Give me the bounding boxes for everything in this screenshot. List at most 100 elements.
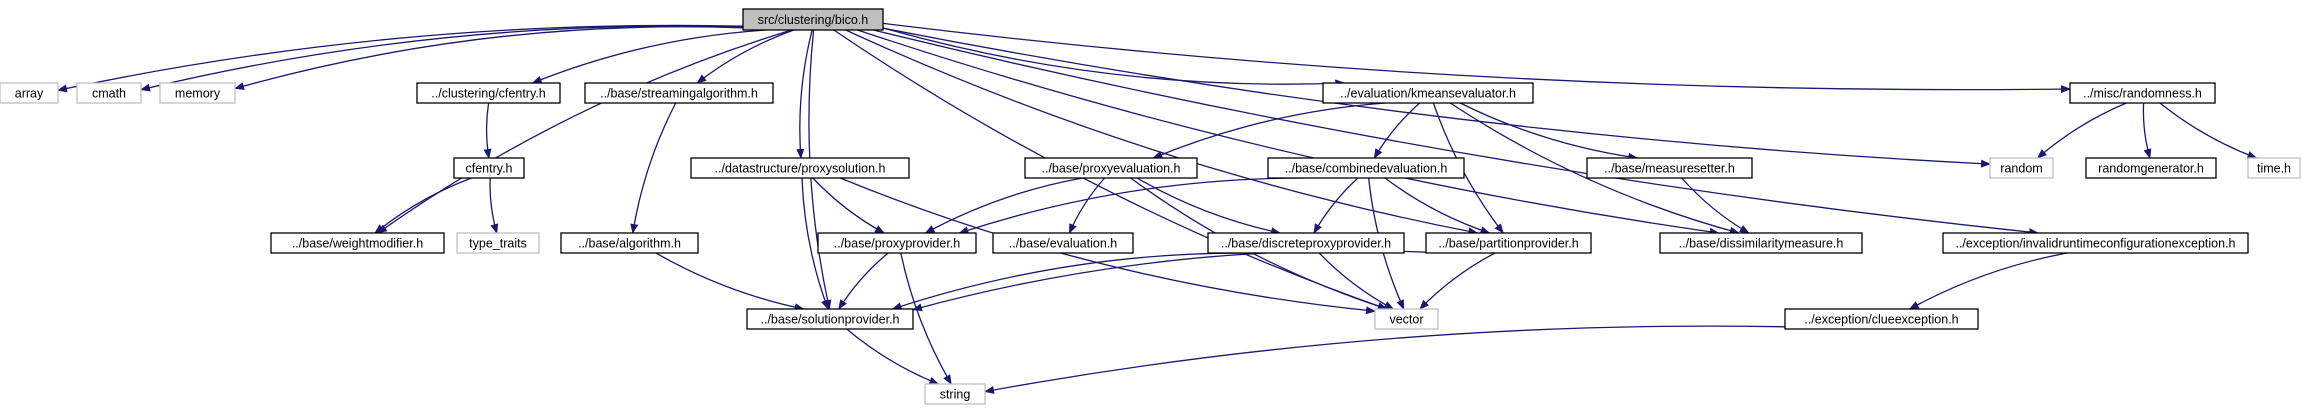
- node-box-vector: [1374, 308, 1439, 330]
- node-label-clueexception: ../exception/clueexception.h: [1804, 313, 1958, 327]
- node-box-proxysolution[interactable]: [690, 157, 910, 179]
- edge-root-to-random: [882, 27, 1991, 168]
- node-cfentry_rel[interactable]: ../clustering/cfentry.h: [416, 82, 561, 104]
- edge-proxyprovider-to-solutionprovider: [838, 252, 889, 310]
- node-label-discreteproxy: ../base/discreteproxyprovider.h: [1221, 237, 1391, 251]
- edge-root-to-partitionprovider: [845, 29, 1479, 236]
- node-invalidruntime[interactable]: ../exception/invalidruntimeconfiguration…: [1942, 232, 2249, 254]
- edge-combinedeval-to-discreteproxy: [1313, 177, 1359, 234]
- node-box-discreteproxy[interactable]: [1207, 232, 1405, 254]
- node-label-combinedeval: ../base/combinedevaluation.h: [1285, 162, 1448, 176]
- node-box-array: [0, 82, 59, 104]
- node-label-type_traits: type_traits: [469, 237, 527, 251]
- node-evaluation[interactable]: ../base/evaluation.h: [992, 232, 1134, 254]
- node-box-weightmodifier[interactable]: [270, 232, 445, 254]
- node-combinedeval[interactable]: ../base/combinedevaluation.h: [1267, 157, 1465, 179]
- node-streaming[interactable]: ../base/streamingalgorithm.h: [584, 82, 774, 104]
- edge-solutionprovider-to-string: [846, 328, 940, 385]
- node-box-solutionprovider[interactable]: [746, 308, 914, 330]
- node-box-streaming[interactable]: [584, 82, 774, 104]
- node-cmath: cmath: [76, 82, 142, 104]
- node-box-proxyprovider[interactable]: [817, 232, 977, 254]
- node-label-randomness: ../misc/randomness.h: [2083, 87, 2202, 101]
- node-algorithm[interactable]: ../base/algorithm.h: [560, 232, 699, 254]
- edge-proxysolution-to-solutionprovider: [801, 177, 829, 310]
- node-timeh: time.h: [2247, 157, 2301, 179]
- node-box-measuresetter[interactable]: [1586, 157, 1753, 179]
- node-discreteproxy[interactable]: ../base/discreteproxyprovider.h: [1207, 232, 1405, 254]
- node-label-proxyprovider: ../base/proxyprovider.h: [834, 237, 961, 251]
- edge-proxyevaluation-to-discreteproxy: [1136, 177, 1281, 236]
- edge-proxysolution-to-vector: [839, 177, 1376, 315]
- node-weightmodifier[interactable]: ../base/weightmodifier.h: [270, 232, 445, 254]
- node-box-combinedeval[interactable]: [1267, 157, 1465, 179]
- node-box-randomgenerator[interactable]: [2085, 157, 2217, 179]
- nodes-layer: src/clustering/bico.h array cmath memory ../…: [0, 8, 2301, 405]
- node-box-partitionprovider[interactable]: [1425, 232, 1592, 254]
- edge-kmeanseval-to-proxyevaluation: [1152, 102, 1386, 159]
- edge-root-to-cfentry_rel: [531, 29, 767, 84]
- node-box-proxyevaluation[interactable]: [1024, 157, 1198, 179]
- node-dissimilarity[interactable]: ../base/dissimilaritymeasure.h: [1659, 232, 1863, 254]
- node-type_traits: type_traits: [456, 232, 540, 254]
- edges-layer: [57, 22, 2258, 394]
- node-label-memory: memory: [175, 87, 221, 101]
- node-proxyevaluation[interactable]: ../base/proxyevaluation.h: [1024, 157, 1198, 179]
- node-label-partitionprovider: ../base/partitionprovider.h: [1438, 237, 1578, 251]
- edge-root-to-invalidruntime: [873, 29, 2040, 237]
- node-clueexception[interactable]: ../exception/clueexception.h: [1784, 308, 1979, 330]
- edge-root-to-streaming: [696, 29, 795, 84]
- node-label-invalidruntime: ../exception/invalidruntimeconfiguration…: [1955, 237, 2235, 251]
- node-box-cfentry_rel[interactable]: [416, 82, 561, 104]
- edge-root-to-memory: [234, 26, 744, 90]
- node-kmeanseval[interactable]: ../evaluation/kmeansevaluator.h: [1322, 82, 1534, 104]
- edge-cfentry-to-weightmodifier: [374, 177, 472, 234]
- node-proxyprovider[interactable]: ../base/proxyprovider.h: [817, 232, 977, 254]
- node-box-dissimilarity[interactable]: [1659, 232, 1863, 254]
- node-randomgenerator[interactable]: randomgenerator.h: [2085, 157, 2217, 179]
- edge-root-to-weightmodifier: [377, 29, 792, 234]
- node-partitionprovider[interactable]: ../base/partitionprovider.h: [1425, 232, 1592, 254]
- edge-kmeanseval-to-dissimilarity: [1449, 102, 1740, 235]
- node-array: array: [0, 82, 59, 104]
- edge-discreteproxy-to-solutionprovider: [891, 252, 1244, 310]
- node-box-clueexception[interactable]: [1784, 308, 1979, 330]
- node-string: string: [924, 383, 986, 405]
- node-proxysolution[interactable]: ../datastructure/proxysolution.h: [690, 157, 910, 179]
- edge-cfentry-to-type_traits: [489, 177, 499, 234]
- edge-root-to-kmeanseval: [882, 27, 1346, 88]
- node-root[interactable]: src/clustering/bico.h: [742, 8, 884, 31]
- node-label-timeh: time.h: [2257, 162, 2291, 176]
- edge-invalidruntime-to-clueexception: [1908, 252, 2068, 310]
- edge-root-to-randomness: [882, 22, 2071, 94]
- node-label-randomgenerator: randomgenerator.h: [2098, 162, 2204, 176]
- node-box-invalidruntime[interactable]: [1942, 232, 2249, 254]
- node-label-proxysolution: ../datastructure/proxysolution.h: [715, 162, 886, 176]
- node-box-algorithm[interactable]: [560, 232, 699, 254]
- node-box-kmeanseval[interactable]: [1322, 82, 1534, 104]
- node-solutionprovider[interactable]: ../base/solutionprovider.h: [746, 308, 914, 330]
- node-box-cmath: [76, 82, 142, 104]
- node-box-root[interactable]: [742, 8, 884, 31]
- node-box-memory: [159, 82, 236, 104]
- node-measuresetter[interactable]: ../base/measuresetter.h: [1586, 157, 1753, 179]
- edge-measuresetter-to-dissimilarity: [1681, 177, 1750, 234]
- edge-proxysolution-to-proxyprovider: [812, 177, 885, 234]
- edge-combinedeval-to-proxyprovider: [958, 177, 1304, 234]
- node-randomness[interactable]: ../misc/randomness.h: [2069, 82, 2216, 104]
- node-label-random: random: [2000, 162, 2042, 176]
- node-label-weightmodifier: ../base/weightmodifier.h: [292, 237, 423, 251]
- node-label-evaluation: ../base/evaluation.h: [1009, 237, 1117, 251]
- node-memory: memory: [159, 82, 236, 104]
- node-cfentry[interactable]: cfentry.h: [453, 157, 525, 179]
- node-label-vector: vector: [1389, 313, 1423, 327]
- edge-randomness-to-random: [2036, 102, 2127, 159]
- node-vector: vector: [1374, 308, 1439, 330]
- edge-randomness-to-randomgenerator: [2142, 102, 2152, 159]
- node-box-randomness[interactable]: [2069, 82, 2216, 104]
- node-box-evaluation[interactable]: [992, 232, 1134, 254]
- node-box-cfentry[interactable]: [453, 157, 525, 179]
- node-label-root: src/clustering/bico.h: [758, 13, 869, 27]
- node-box-random: [1989, 157, 2054, 179]
